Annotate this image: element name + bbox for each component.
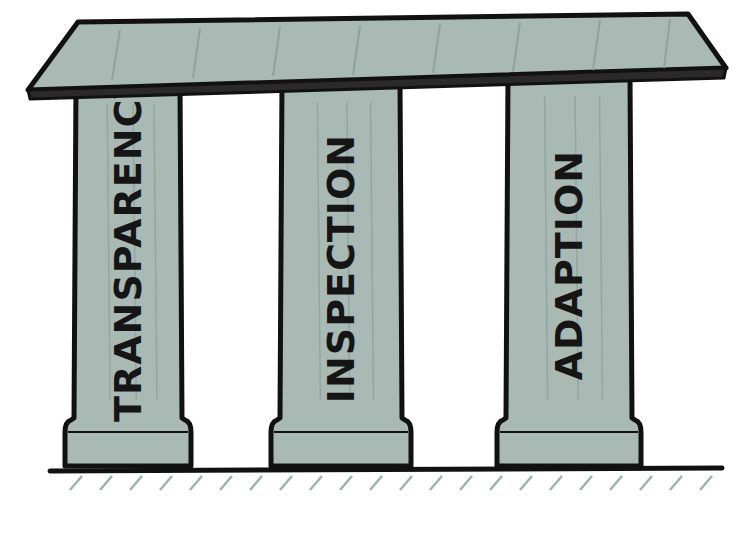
pillar-label: ADAPTION xyxy=(550,150,588,380)
ground-hatching xyxy=(70,476,712,490)
pillar-label: TRANSPARENCY xyxy=(109,116,147,422)
pillar-column: ADAPTION xyxy=(494,76,644,470)
pillar-label: INSPECTION xyxy=(322,134,360,403)
pillar-column: TRANSPARENCY xyxy=(62,84,194,470)
pillar-column: INSPECTION xyxy=(268,82,414,470)
roof-hatching xyxy=(112,19,670,80)
